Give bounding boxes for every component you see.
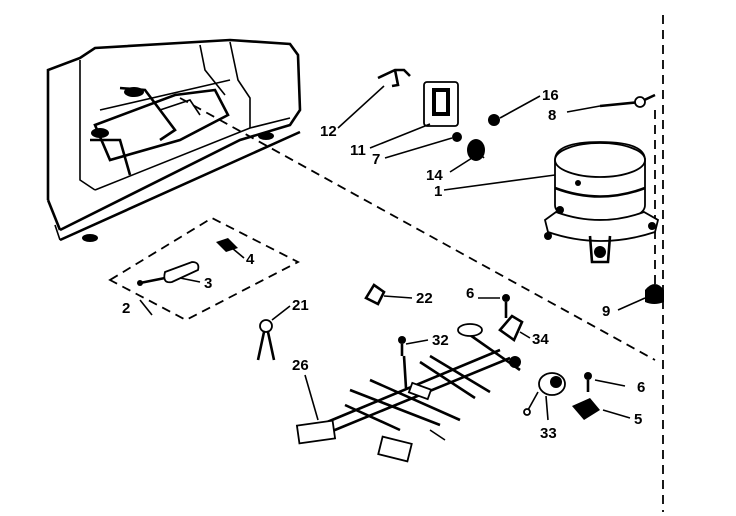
wiring-harness-part xyxy=(295,323,521,463)
compressor-part xyxy=(543,141,660,264)
cord-plug-part xyxy=(137,261,200,286)
cabinet-illustration xyxy=(46,38,302,242)
screw-32-part xyxy=(398,336,406,356)
callout-12: 12 xyxy=(320,123,337,140)
callout-11: 11 xyxy=(350,142,366,159)
callout-33: 33 xyxy=(540,425,557,442)
bracket-part xyxy=(364,283,386,306)
leader-lines xyxy=(139,85,646,421)
callout-16: 16 xyxy=(542,87,559,104)
grommet-16-part xyxy=(488,114,500,126)
callout-22: 22 xyxy=(416,290,433,307)
callout-2: 2 xyxy=(122,300,130,317)
connector-part xyxy=(256,319,276,361)
callout-14: 14 xyxy=(426,167,443,184)
callout-1: 1 xyxy=(434,183,442,200)
clip-5-part xyxy=(572,398,600,420)
screw-6-upper-part xyxy=(502,294,510,318)
callout-8: 8 xyxy=(548,107,556,124)
callout-6b: 6 xyxy=(637,379,645,396)
callout-21: 21 xyxy=(292,297,309,314)
callout-26: 26 xyxy=(292,357,309,374)
callout-3: 3 xyxy=(204,275,212,292)
callout-4: 4 xyxy=(246,251,255,268)
kit-dashed-box xyxy=(108,216,300,322)
callout-9: 9 xyxy=(602,303,610,320)
grommet-9-part xyxy=(645,284,664,304)
relay-cover-part xyxy=(423,81,459,127)
retainer-clip-part xyxy=(377,68,411,88)
relay-cover-screw-part xyxy=(452,132,462,142)
callout-7: 7 xyxy=(372,151,380,168)
callout-34: 34 xyxy=(532,331,549,348)
screw-6-lower-part xyxy=(584,372,592,392)
clamp-part xyxy=(498,314,524,342)
overload-part xyxy=(467,139,485,161)
callout-5: 5 xyxy=(634,411,642,428)
callout-6a: 6 xyxy=(466,285,474,302)
callout-labels: 1 2 3 4 5 6 6 7 8 9 11 12 14 16 21 22 26… xyxy=(122,87,645,442)
capacitor-part xyxy=(523,372,566,416)
callout-32: 32 xyxy=(432,332,449,349)
reference-dashed-line xyxy=(179,97,656,361)
ground-wire-part xyxy=(599,93,656,108)
